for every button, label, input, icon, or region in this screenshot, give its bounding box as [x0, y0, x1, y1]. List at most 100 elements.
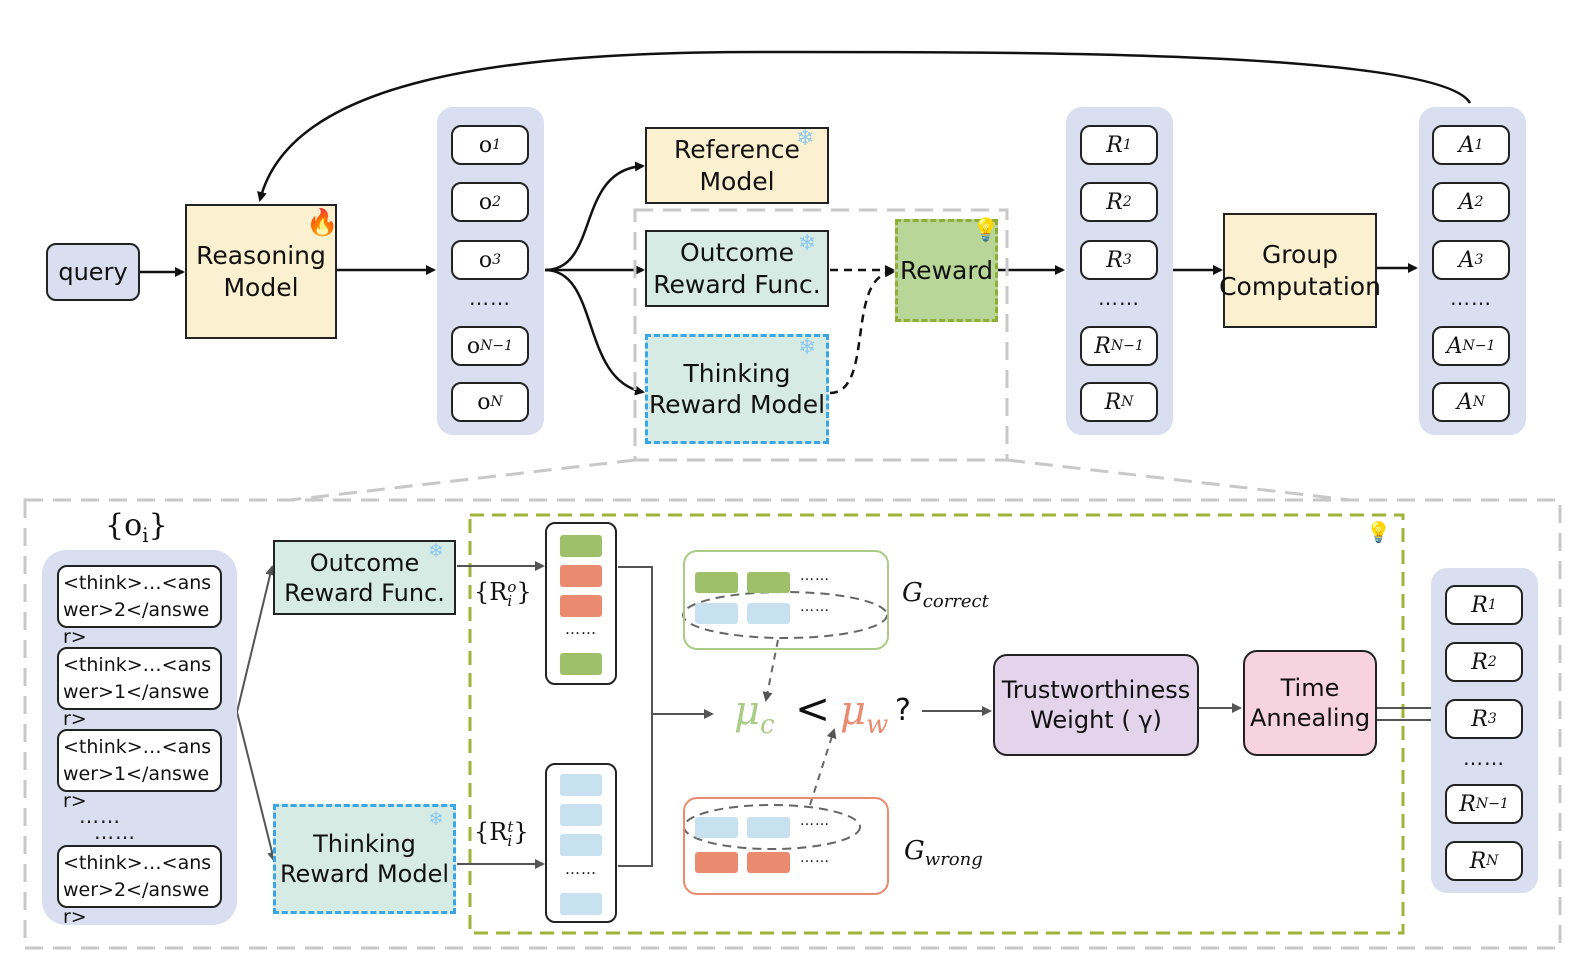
- group-bar-blue: [747, 603, 790, 624]
- advantage-sub: N−1: [1462, 338, 1496, 354]
- final-reward-letter: R: [1471, 706, 1488, 732]
- final-reward-letter: R: [1471, 649, 1488, 675]
- ellipsis: ……: [94, 820, 136, 844]
- output-letter: o: [478, 189, 493, 215]
- advantage-letter: A: [1458, 132, 1475, 158]
- thinking-reward-label: Thinking Reward Model: [648, 358, 826, 419]
- g-letter: G: [904, 836, 925, 866]
- output-letter: o: [477, 389, 491, 415]
- r-sup: t: [507, 817, 514, 836]
- g-letter: G: [902, 578, 923, 608]
- final-reward-sub: 1: [1487, 597, 1497, 613]
- ellipsis: ……: [1450, 286, 1492, 310]
- group-bar-blue: [695, 817, 738, 838]
- think-item: <think>…<answer>2</answer>: [57, 565, 222, 648]
- outcome-reward-label: Outcome Reward Func.: [284, 548, 445, 607]
- question-mark: ?: [895, 693, 911, 728]
- ellipsis: ……: [1463, 746, 1505, 770]
- g-sub: wrong: [924, 849, 983, 871]
- group-bar-green: [695, 572, 738, 593]
- r-sub: i: [507, 831, 513, 850]
- score-bar-blue: [560, 774, 602, 796]
- outcome-reward-label: Outcome Reward Func.: [653, 238, 821, 299]
- output-sub: 1: [492, 137, 502, 153]
- ellipsis: ……: [800, 813, 830, 829]
- thinking-reward-box-bottom: Thinking Reward Model: [273, 804, 456, 914]
- group-bar-blue: [747, 817, 790, 838]
- think-item: <think>…<answer>1</answer>: [57, 647, 222, 730]
- time-annealing-label: Time Annealing: [1249, 674, 1371, 732]
- final-reward-letter: R: [1459, 791, 1476, 817]
- lightbulb-icon: 💡: [1366, 520, 1391, 544]
- g-correct-label: Gcorrect: [902, 578, 989, 612]
- ellipsis: ……: [800, 850, 830, 866]
- snowflake-icon: ❄: [428, 808, 444, 830]
- time-annealing-box: Time Annealing: [1243, 650, 1377, 756]
- final-reward-sub: 2: [1487, 654, 1497, 670]
- reward-sub: 1: [1122, 137, 1132, 153]
- reasoning-model-box: Reasoning Model: [185, 204, 337, 339]
- wrong-group-box: [683, 797, 889, 895]
- output-letter: o: [478, 132, 493, 158]
- trustworthiness-weight-box: Trustworthiness Weight ( γ): [993, 654, 1199, 756]
- outcome-reward-box-bottom: Outcome Reward Func.: [273, 540, 456, 615]
- advantage-sub: 1: [1474, 137, 1484, 153]
- r-sub: i: [507, 591, 513, 610]
- outputs-set-label: {oi}: [105, 508, 168, 547]
- correct-group-box: [683, 550, 889, 650]
- outcome-reward-box: Outcome Reward Func.: [645, 230, 829, 307]
- advantage-letter: A: [1456, 389, 1473, 415]
- mu-w-sub: w: [866, 710, 889, 740]
- final-reward-letter: R: [1471, 592, 1488, 618]
- think-item: <think>…<answer>2</answer>: [57, 845, 222, 928]
- feedback-arrow: [257, 50, 1472, 202]
- ellipsis: ……: [565, 860, 597, 878]
- reward-box: Reward: [895, 219, 998, 322]
- g-wrong-label: Gwrong: [904, 836, 983, 870]
- mu-c-symbol: μ: [734, 688, 760, 734]
- set-sub: i: [142, 523, 149, 547]
- thinking-reward-box: Thinking Reward Model: [645, 334, 829, 444]
- output-sub: N−1: [480, 338, 514, 354]
- reasoning-model-label: Reasoning Model: [196, 241, 326, 302]
- r-close: }: [516, 578, 532, 606]
- final-reward-sub: N−1: [1475, 796, 1509, 812]
- r-close: }: [513, 818, 529, 846]
- final-reward-sub: N: [1486, 853, 1499, 869]
- advantage-sub: N: [1472, 394, 1486, 410]
- score-bar-green: [560, 653, 602, 675]
- reward-letter: R: [1106, 132, 1123, 158]
- advantage-letter: A: [1458, 247, 1475, 273]
- reward-letter: R: [1106, 189, 1123, 215]
- thinking-reward-label: Thinking Reward Model: [279, 830, 450, 888]
- fire-icon: 🔥: [306, 208, 339, 238]
- snowflake-icon: ❄: [796, 126, 815, 151]
- reward-sub: N−1: [1110, 338, 1144, 354]
- score-bar-red: [560, 565, 602, 587]
- ellipsis: ……: [565, 620, 597, 638]
- reward-letter: R: [1104, 389, 1122, 415]
- score-bar-green: [560, 535, 602, 557]
- query-box: query: [46, 243, 140, 301]
- snowflake-icon: ❄: [798, 335, 817, 360]
- reward-sub: 3: [1122, 252, 1132, 268]
- query-label: query: [58, 258, 128, 286]
- group-bar-red: [747, 852, 790, 873]
- output-sub: 3: [492, 252, 502, 268]
- score-bar-blue: [560, 893, 602, 915]
- mu-c-sub: c: [760, 710, 775, 740]
